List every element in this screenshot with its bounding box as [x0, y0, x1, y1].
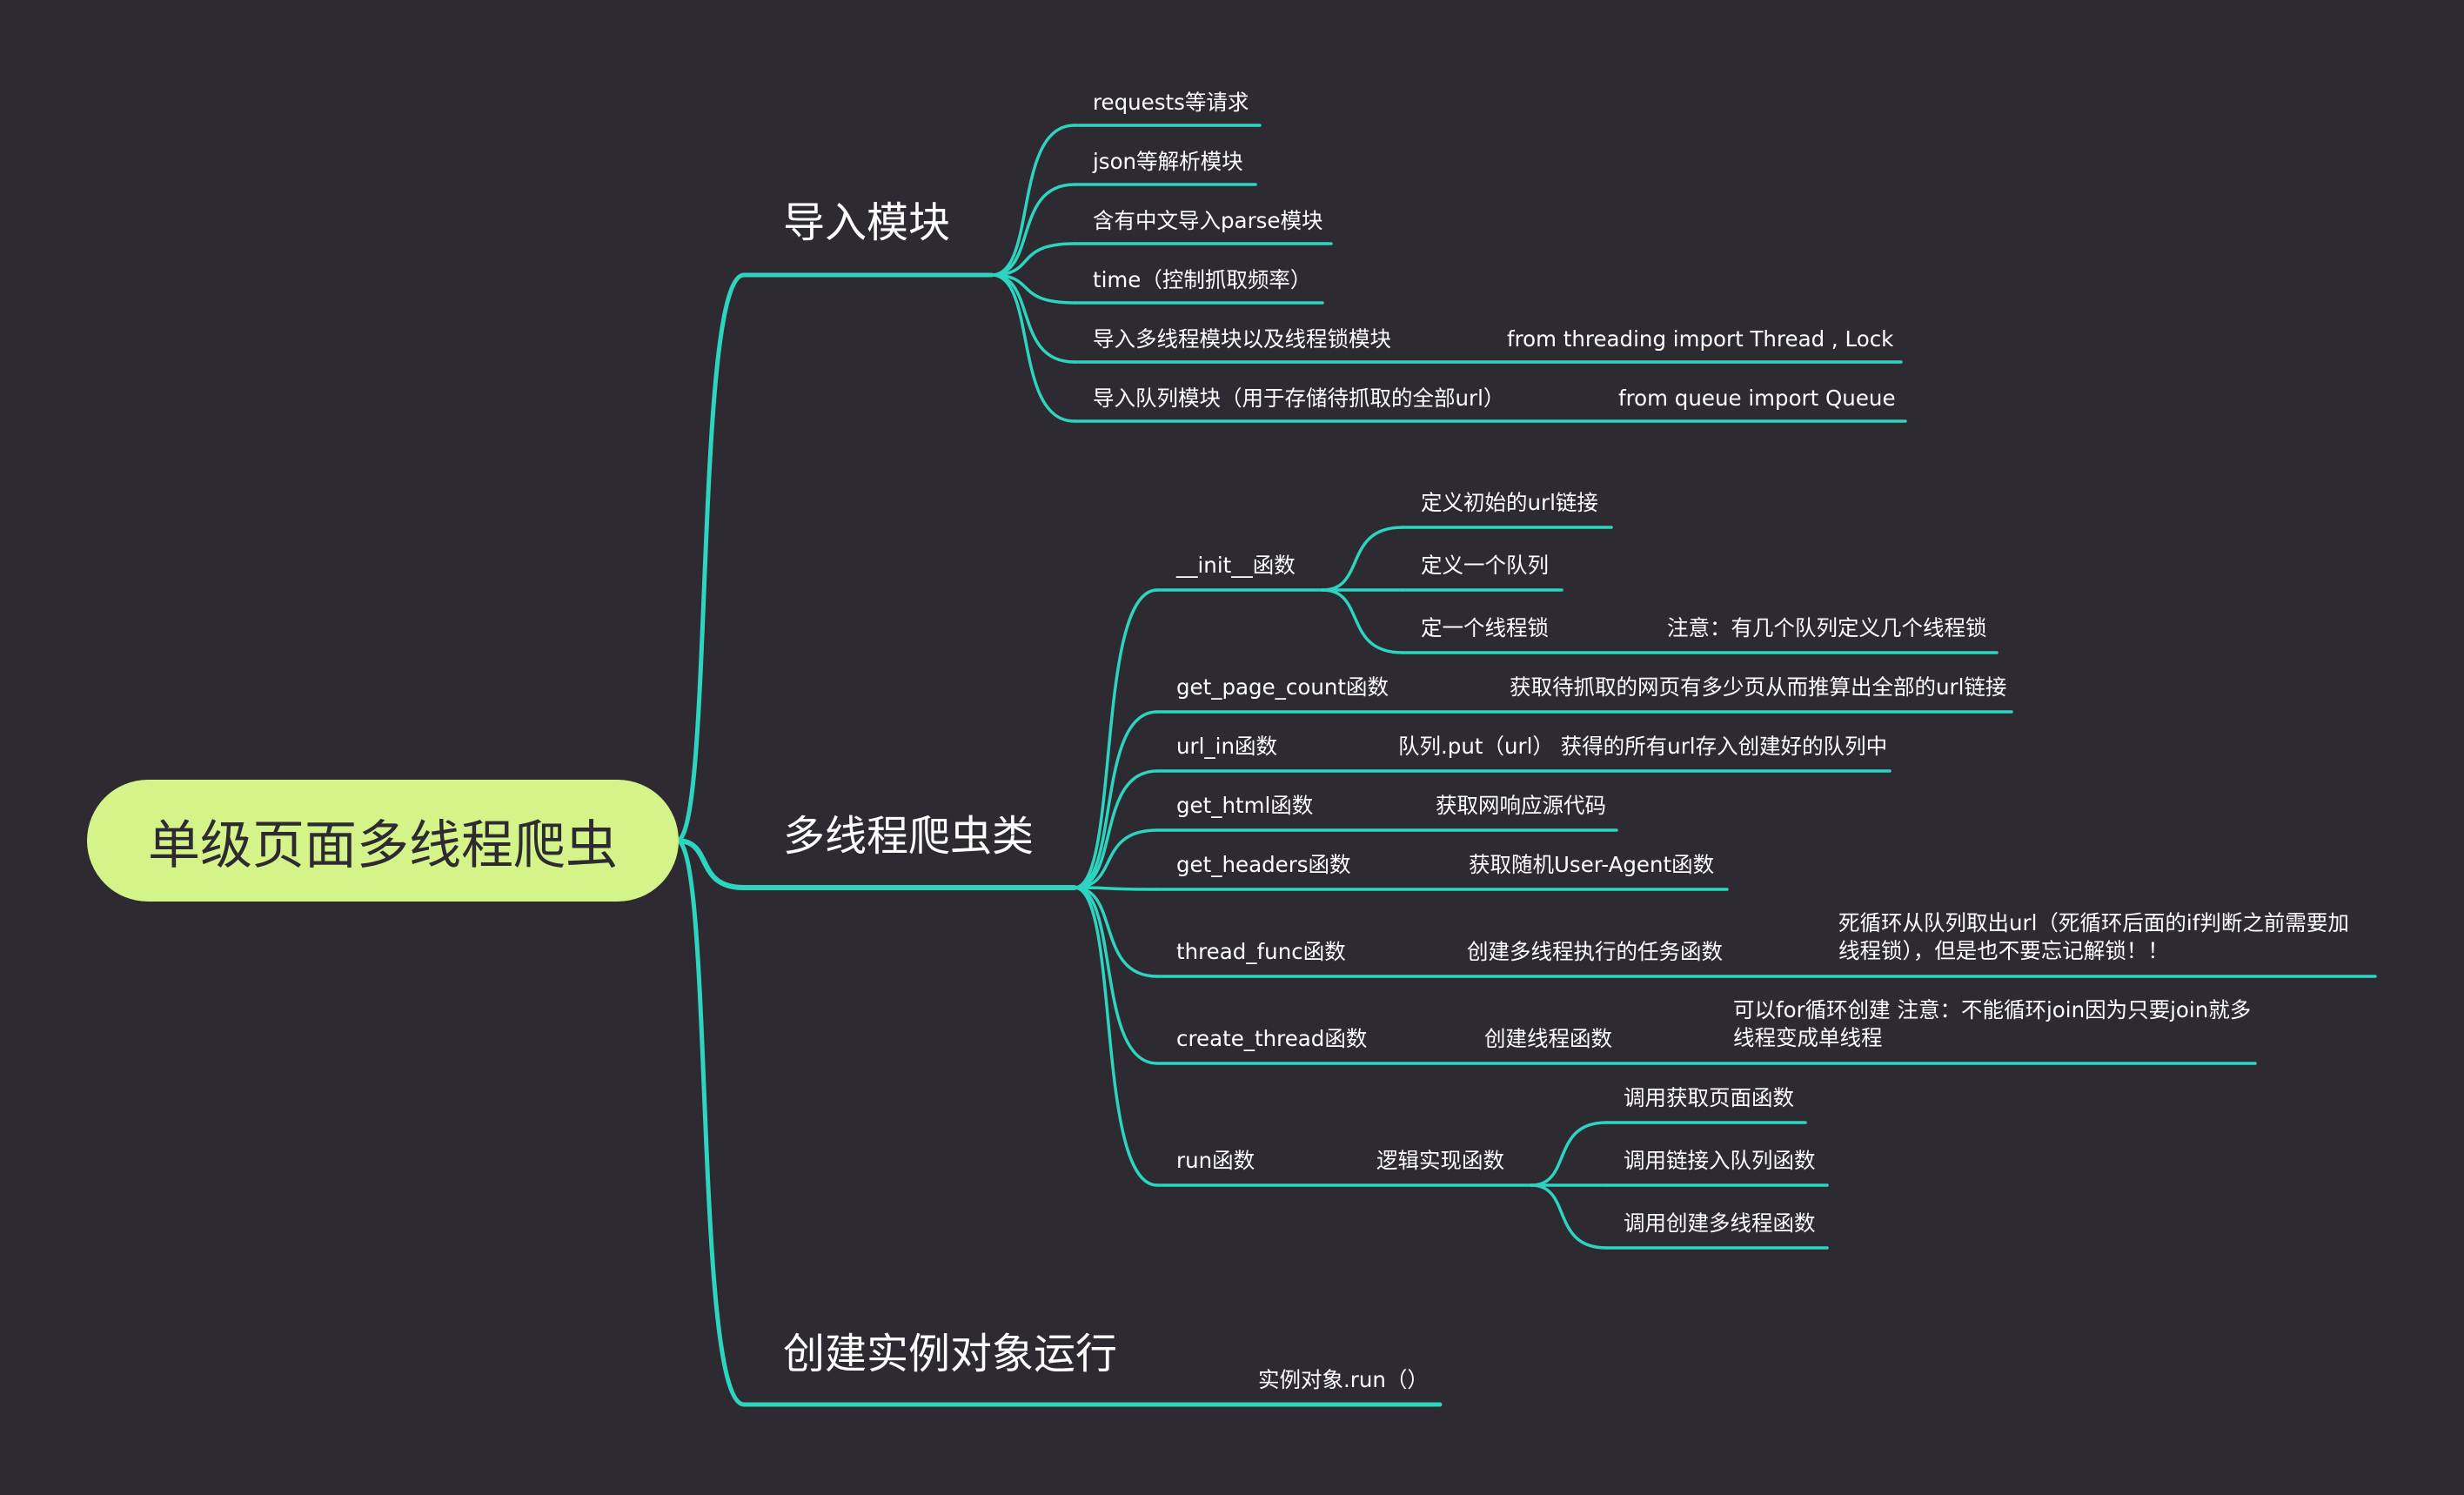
create-thread-note[interactable]: 创建线程函数	[1484, 1026, 1612, 1051]
link-import-2	[990, 242, 1076, 277]
init-lock-note[interactable]: 注意：有几个队列定义几个线程锁	[1667, 615, 1987, 640]
init-define-lock[interactable]: 定一个线程锁	[1421, 615, 1549, 640]
link-class-2	[1073, 769, 1159, 889]
func-get-html[interactable]: get_html函数	[1176, 793, 1314, 818]
root-label: 单级页面多线程爬虫	[148, 815, 618, 876]
link-import-3	[990, 273, 1076, 305]
import-time[interactable]: time（控制抓取频率）	[1093, 267, 1312, 292]
import-parse[interactable]: 含有中文导入parse模块	[1093, 208, 1323, 233]
link-import-1	[990, 183, 1076, 277]
run-call-url-in[interactable]: 调用链接入队列函数	[1624, 1148, 1816, 1173]
func-create-thread[interactable]: create_thread函数	[1176, 1026, 1368, 1051]
link-root-branch-2	[674, 838, 747, 1407]
link-class-6	[1073, 886, 1159, 1065]
link-run-0	[1530, 1121, 1608, 1187]
link-import-4	[990, 273, 1076, 364]
import-json[interactable]: json等解析模块	[1093, 149, 1243, 174]
link-import-0	[990, 124, 1076, 277]
func-init[interactable]: __init__函数	[1176, 553, 1296, 578]
link-run-2	[1530, 1183, 1608, 1250]
branch-crawler-class[interactable]: 多线程爬虫类	[783, 812, 1034, 861]
import-threading[interactable]: 导入多线程模块以及线程锁模块	[1093, 326, 1391, 352]
import-threading-note[interactable]: from threading import Thread , Lock	[1507, 326, 1894, 352]
link-class-4	[1073, 886, 1159, 891]
get-page-count-note[interactable]: 获取待抓取的网页有多少页从而推算出全部的url链接	[1510, 674, 2007, 700]
link-class-7	[1073, 886, 1159, 1187]
link-import-5	[990, 273, 1076, 423]
func-thread-func[interactable]: thread_func函数	[1176, 939, 1346, 964]
link-class-3	[1073, 828, 1159, 889]
init-define-url[interactable]: 定义初始的url链接	[1421, 490, 1598, 515]
link-init-0	[1321, 526, 1404, 592]
func-get-page-count[interactable]: get_page_count函数	[1176, 674, 1389, 700]
func-run[interactable]: run函数	[1176, 1148, 1255, 1173]
link-init-2	[1321, 588, 1404, 654]
func-get-headers[interactable]: get_headers函数	[1176, 852, 1351, 877]
run-call-create-thread[interactable]: 调用创建多线程函数	[1624, 1210, 1816, 1236]
thread-func-detail[interactable]: 死循环从队列取出url（死循环后面的if判断之前需要加线程锁），但是也不要忘记解…	[1838, 910, 2349, 963]
root-node[interactable]: 单级页面多线程爬虫	[87, 780, 679, 902]
link-root-branch-1	[674, 838, 747, 890]
import-queue[interactable]: 导入队列模块（用于存储待抓取的全部url）	[1093, 385, 1505, 411]
get-headers-note[interactable]: 获取随机User-Agent函数	[1469, 852, 1715, 877]
import-requests[interactable]: requests等请求	[1093, 90, 1249, 115]
thread-func-note[interactable]: 创建多线程执行的任务函数	[1467, 939, 1723, 964]
create-thread-detail[interactable]: 可以for循环创建 注意：不能循环join因为只要join就多线程变成单线程	[1733, 997, 2252, 1050]
init-define-queue[interactable]: 定义一个队列	[1421, 553, 1549, 578]
link-class-0	[1073, 588, 1159, 889]
run-call-get-page[interactable]: 调用获取页面函数	[1624, 1085, 1794, 1110]
link-class-5	[1073, 886, 1159, 978]
import-queue-note[interactable]: from queue import Queue	[1618, 385, 1896, 411]
branch-import-modules[interactable]: 导入模块	[783, 198, 951, 247]
url-in-note[interactable]: 队列.put（url） 获得的所有url存入创建好的队列中	[1398, 734, 1888, 759]
func-url-in[interactable]: url_in函数	[1176, 734, 1277, 759]
instance-run[interactable]: 实例对象.run（）	[1258, 1367, 1429, 1392]
run-note[interactable]: 逻辑实现函数	[1376, 1148, 1504, 1173]
link-class-1	[1073, 710, 1159, 889]
get-html-note[interactable]: 获取网响应源代码	[1436, 793, 1606, 818]
link-root-branch-0	[674, 272, 747, 843]
branch-create-instance[interactable]: 创建实例对象运行	[783, 1330, 1118, 1378]
